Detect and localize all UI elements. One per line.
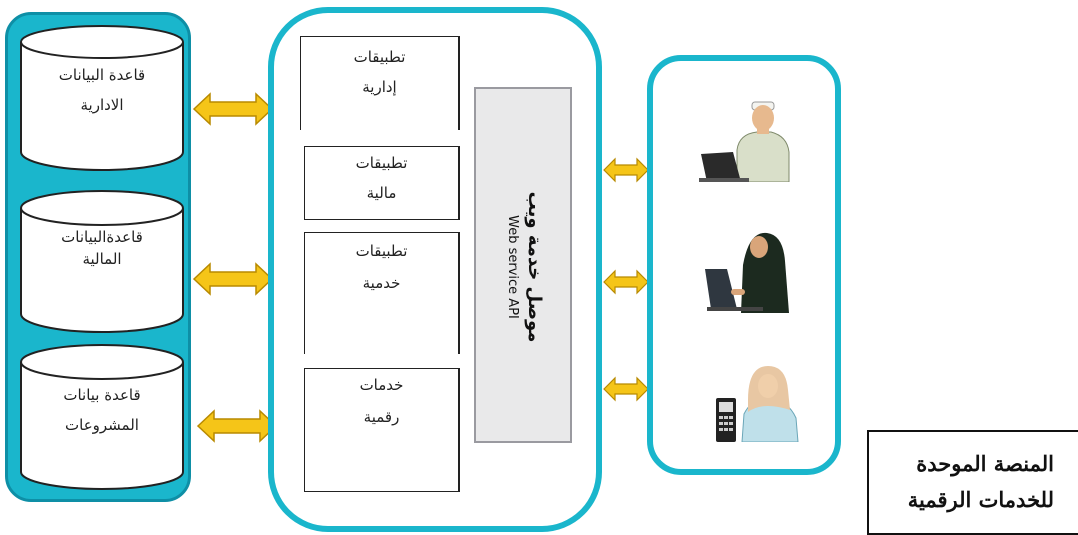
api-label-english: Web service API bbox=[505, 215, 520, 319]
app-label: خدمية bbox=[362, 274, 401, 292]
app-label: خدمات bbox=[359, 376, 404, 394]
double-arrow-icon bbox=[603, 376, 649, 402]
diagram-title-box: المنصة الموحدة للخدمات الرقمية bbox=[867, 430, 1078, 535]
web-service-api-bar: موصل خدمة ويب Web service API bbox=[474, 87, 572, 443]
api-label-arabic: موصل خدمة ويب bbox=[524, 191, 545, 343]
app-box-admin: تطبيقات إدارية bbox=[300, 36, 460, 130]
woman-laptop-icon bbox=[705, 232, 789, 313]
app-box-digital: خدمات رقمية bbox=[304, 368, 460, 492]
double-arrow-icon bbox=[192, 92, 274, 126]
title-line-1: المنصة الموحدة bbox=[916, 451, 1054, 476]
database-cylinder-finance bbox=[20, 190, 184, 333]
database-cylinder-projects bbox=[20, 344, 184, 490]
app-label: إدارية bbox=[362, 78, 397, 96]
app-label: تطبيقات bbox=[355, 154, 408, 172]
app-label: تطبيقات bbox=[353, 48, 406, 66]
double-arrow-icon bbox=[603, 157, 649, 183]
double-arrow-icon bbox=[192, 262, 274, 296]
database-cylinder-admin bbox=[20, 25, 184, 171]
app-label: تطبيقات bbox=[355, 242, 408, 260]
double-arrow-icon bbox=[196, 409, 278, 443]
man-laptop-icon bbox=[699, 101, 790, 182]
double-arrow-icon bbox=[603, 269, 649, 295]
app-box-service: تطبيقات خدمية bbox=[304, 232, 460, 354]
woman-phone-icon bbox=[716, 366, 799, 442]
app-label: رقمية bbox=[363, 408, 400, 426]
title-line-2: للخدمات الرقمية bbox=[907, 487, 1054, 512]
app-label: مالية bbox=[366, 184, 397, 202]
app-box-finance: تطبيقات مالية bbox=[304, 146, 460, 220]
